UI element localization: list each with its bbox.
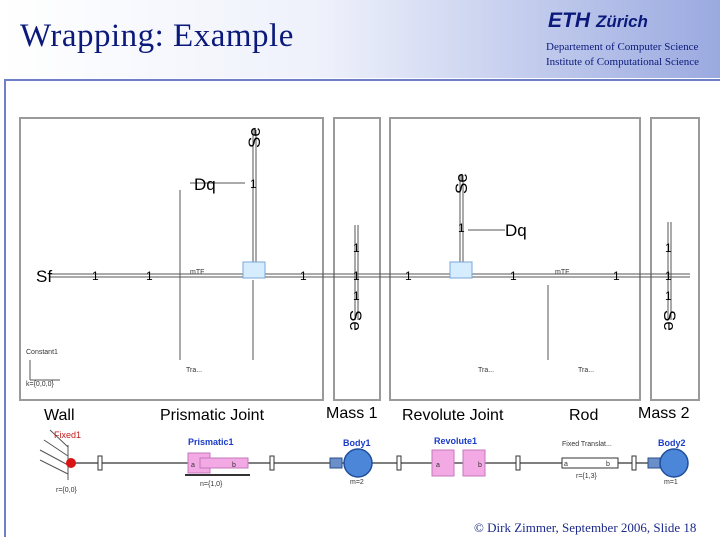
one-junction-10: 1 [458,221,465,235]
slide-title: Wrapping: Example [20,18,294,54]
one-junction-13: 1 [665,241,672,255]
flange-5 [631,455,637,471]
flange-3 [396,455,402,471]
revolute-label: Revolute1 [434,436,477,446]
fixed-label: Fixed1 [54,430,81,440]
department-line-2: Institute of Computational Science [546,56,700,68]
fixed-translation-param: r={1,3} [576,473,597,480]
department-text: Departement of Computer Science Institut… [546,40,699,70]
eth-logo-sub: Zürich [596,12,648,31]
slide-footer: © Dirk Zimmer, September 2006, Slide 18 [474,520,697,535]
transform-2: Tra... [478,367,494,374]
one-junction-1: 1 [92,269,99,283]
flange-4 [515,455,521,471]
label-prismatic-joint: Prismatic Joint [160,407,265,424]
mtf-2: mTF [555,269,569,276]
one-junction-3: 1 [300,269,307,283]
bondgraph-elements: Sf 1 1 mTF 0 1 1 1 0 1 mTF 1 1 1 1 1 1 1… [26,127,679,388]
label-wall: Wall [44,407,75,424]
se-symbol-4: Se [660,310,679,331]
one-junction-12: 1 [353,289,360,303]
one-junction-4: 1 [353,269,360,283]
label-mass-2: Mass 2 [638,405,690,422]
slide-header: Wrapping: Example ETH Zürich Departement … [0,0,720,78]
eth-logo: ETH Zürich [548,9,648,33]
flange-1 [97,455,103,471]
revolute-port-a: a [436,462,440,469]
modelica-model: Fixed1 r={0,0} Prismatic1 a b n={1,0} Bo… [39,429,689,494]
fixed-translation-rod [561,457,619,469]
frame-mass2 [650,117,700,401]
section-frames [19,117,700,401]
body2-connector [647,457,661,469]
one-junction-7: 1 [613,269,620,283]
left-border [4,79,6,537]
eth-logo-main: ETH [548,9,590,32]
one-junction-6: 1 [510,269,517,283]
header-divider [4,79,720,81]
fixed-translation-label: Fixed Translat... [562,441,612,448]
prismatic-param: n={1,0} [200,481,223,488]
fixed-translation-port-b: b [606,461,610,468]
frame-mass1 [333,117,381,401]
transform-1: Tra... [186,367,202,374]
revolute-disk-a [431,449,455,477]
label-revolute-joint: Revolute Joint [402,407,504,424]
body2-label: Body2 [658,438,686,448]
one-junction-9: 1 [250,177,257,191]
prismatic-label: Prismatic1 [188,437,234,447]
body2-param: m=1 [664,479,678,486]
body1-connector [329,457,343,469]
body2-ball [659,448,689,478]
zero-box-2 [449,261,473,279]
revolute-disk-b [462,449,486,477]
mtf-1: mTF [190,269,204,276]
body1-ball [343,448,373,478]
dq-symbol-1: Dq [194,175,216,194]
constant-value: k={0,0,0} [26,381,54,388]
label-mass-1: Mass 1 [326,405,378,422]
frame-revolute-rod [389,117,641,401]
body1-label: Body1 [343,438,371,448]
fixed-translation-port-a: a [564,461,568,468]
one-junction-5: 1 [405,269,412,283]
one-junction-11: 1 [353,241,360,255]
department-line-1: Departement of Computer Science [546,41,699,53]
dq-symbol-2: Dq [505,221,527,240]
wall-anchor [66,458,76,468]
se-symbol-2: Se [452,173,471,194]
sf-symbol: Sf [36,267,52,286]
transform-3: Tra... [578,367,594,374]
frame-wall-prismatic [19,117,324,401]
zero-box-1 [242,261,266,279]
revolute-port-b: b [478,462,482,469]
one-junction-14: 1 [665,289,672,303]
constant-label: Constant1 [26,349,58,356]
body1-param: m=2 [350,479,364,486]
one-junction-8: 1 [665,269,672,283]
prismatic-port-b: b [232,462,236,469]
prismatic-port-a: a [191,462,195,469]
one-junction-2: 1 [146,269,153,283]
prismatic-block-b [199,457,249,469]
flange-2 [269,455,275,471]
se-symbol-3: Se [346,310,365,331]
bond-lines [50,130,690,360]
fixed-param: r={0,0} [56,487,77,494]
se-symbol-1: Se [245,127,264,148]
label-rod: Rod [569,407,599,424]
